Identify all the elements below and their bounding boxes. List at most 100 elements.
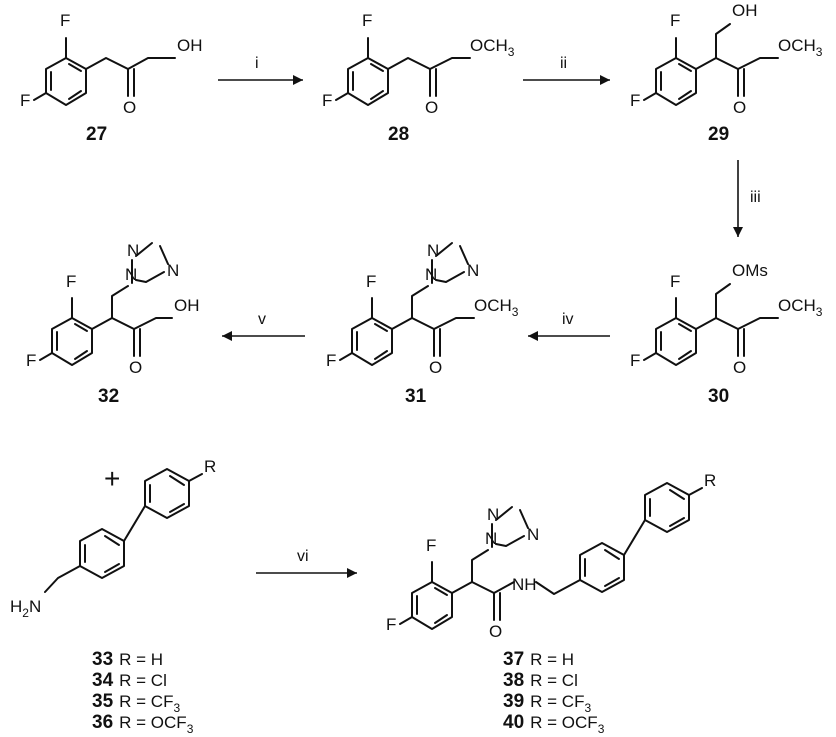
ring-double-bonds (660, 63, 692, 100)
biphenyl-ring-b-double-bonds (649, 489, 685, 527)
biphenyl-linker-bonds (623, 487, 703, 556)
carbonyl-oxygen-label: O (429, 358, 442, 377)
fluorine-ortho-label: F (670, 11, 680, 30)
ring-double-bonds (660, 323, 692, 360)
carbonyl-oxygen-label: O (129, 358, 142, 377)
ring-double-bonds (50, 63, 82, 100)
compound-28: F F OCH3 O 28 (322, 11, 515, 145)
mesylate-label: OMs (732, 261, 768, 280)
carbonyl-oxygen-label: O (733, 358, 746, 377)
triazole-n2-label: N (427, 241, 439, 260)
side-chain-bonds (339, 285, 475, 361)
fluorine-ortho-label: F (362, 11, 372, 30)
biphenyl-ring-a-bonds (579, 542, 625, 593)
fluorine-ortho-label: F (670, 272, 680, 291)
ester-methoxy-label: OCH3 (778, 296, 823, 319)
ring-b-double-bonds (149, 475, 185, 513)
arrow-step-vi: vi (256, 548, 357, 578)
r-group-label: R (704, 471, 716, 490)
compound-number: 29 (708, 124, 729, 145)
product-amide: N N N F F O NH R (386, 471, 716, 641)
difluorophenyl-double-bonds (416, 587, 448, 624)
fluorine-para-label: F (630, 91, 640, 110)
triazole-ring-bonds (491, 506, 529, 548)
arrow-step-iv: iv (528, 311, 610, 341)
arrow-step-v: v (222, 311, 305, 341)
ester-methoxy-label: OCH3 (470, 36, 515, 59)
acid-oh-label: OH (177, 36, 203, 55)
triazole-n2-label: N (127, 241, 139, 260)
side-chain-bonds (643, 283, 779, 361)
arrow-step-iii: iii (733, 160, 761, 237)
fluorine-ortho-label: F (366, 272, 376, 291)
triazole-ring-bonds (431, 242, 469, 284)
step-label: ii (560, 55, 567, 72)
ring-double-bonds (56, 323, 88, 360)
side-chain-bonds (33, 37, 176, 101)
r-group-label: R (204, 457, 216, 476)
compound-32: N N N F F OH O 32 (26, 241, 200, 407)
ring-double-bonds (356, 323, 388, 360)
carbonyl-oxygen-label: O (123, 98, 136, 117)
plus-sign: + (104, 463, 120, 494)
triazole-n1-label: N (125, 265, 137, 284)
triazole-ring-bonds (131, 242, 169, 284)
step-label: vi (297, 548, 309, 565)
compound-27: F F OH O 27 (20, 11, 203, 145)
ring-a-bonds (79, 528, 125, 579)
fluorine-para-label: F (326, 351, 336, 370)
ester-methoxy-label: OCH3 (778, 36, 823, 59)
compound-31: N N N F F OCH3 O 31 (326, 241, 519, 407)
compound-number: 27 (86, 124, 107, 145)
compound-number: 32 (98, 386, 119, 407)
triazole-n1-label: N (485, 529, 497, 548)
compound-number: 30 (708, 386, 729, 407)
side-chain-bonds (335, 37, 471, 101)
triazole-n4-label: N (167, 261, 179, 280)
ring-a-double-bonds (84, 535, 120, 573)
step-label: v (258, 311, 266, 328)
ring-b-bonds (144, 468, 190, 519)
ring-double-bonds (352, 63, 384, 100)
fluorine-para-label: F (322, 91, 332, 110)
carbonyl-oxygen-label: O (489, 622, 502, 641)
backbone-bonds (399, 549, 581, 625)
fluorine-para-label: F (20, 91, 30, 110)
step-label: iv (562, 311, 574, 328)
biphenyl-ring-a-double-bonds (584, 549, 620, 587)
hydroxyl-label: OH (732, 1, 758, 20)
amine-biphenyl: R H2N (10, 457, 216, 620)
triazole-n2-label: N (487, 505, 499, 524)
compound-30: F F OMs OCH3 O 30 (630, 261, 823, 407)
step-label: iii (750, 189, 761, 206)
fluorine-ortho-label: F (66, 272, 76, 291)
carbonyl-oxygen-label: O (733, 98, 746, 117)
arrow-step-i: i (218, 55, 303, 85)
compound-number: 28 (388, 124, 409, 145)
triazole-n4-label: N (527, 525, 539, 544)
triazole-n1-label: N (425, 265, 437, 284)
arrow-step-ii: ii (523, 55, 610, 85)
amide-nh-label: NH (512, 575, 537, 594)
fluorine-para-label: F (26, 351, 36, 370)
linker-bonds (44, 473, 203, 593)
biphenyl-ring-b-bonds (644, 482, 690, 533)
compound-number: 31 (405, 386, 427, 407)
fluorine-para-label: F (630, 351, 640, 370)
compound-29: F F OH OCH3 O 29 (630, 1, 823, 145)
side-chain-bonds (39, 285, 173, 361)
side-chain-bonds (643, 23, 779, 101)
fluorine-ortho-label: F (60, 11, 70, 30)
